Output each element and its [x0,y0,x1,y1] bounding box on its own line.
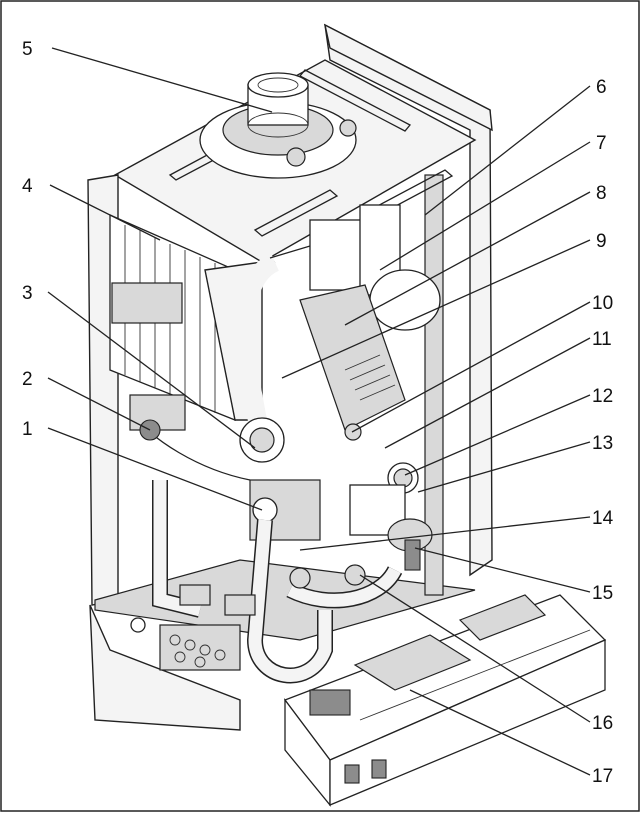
callout-4: 4 [22,176,33,197]
callout-15: 15 [592,583,613,604]
leader-10 [351,301,591,433]
leader-5 [51,47,273,113]
pump-assembly [349,484,433,571]
leader-11 [384,337,591,449]
leader-8 [344,191,591,326]
fan-assembly [299,204,441,441]
leader-3 [47,291,256,449]
callout-6: 6 [596,77,607,98]
callout-13: 13 [592,433,613,454]
callout-11: 11 [592,329,612,350]
callout-numbers: 5 4 3 2 1 6 7 8 9 10 11 12 13 14 15 16 1… [22,39,614,787]
leader-lines [47,47,591,776]
leader-14 [299,516,591,551]
leader-17 [409,689,591,776]
leader-13 [417,441,591,493]
leader-1 [47,427,263,511]
callout-1: 1 [22,419,33,440]
leader-9 [281,239,591,379]
connection-block [130,617,241,671]
leader-7 [379,141,591,271]
lower-pipes [152,480,403,684]
callout-7: 7 [596,133,607,154]
leader-6 [424,85,591,216]
callout-9: 9 [596,231,607,252]
flue-outlet [199,72,357,179]
leader-16 [359,574,591,723]
callout-12: 12 [592,386,613,407]
callout-14: 14 [592,508,614,529]
callout-3: 3 [22,283,33,304]
callout-17: 17 [592,766,613,787]
leader-2 [47,377,151,431]
leader-4 [49,184,161,241]
callout-16: 16 [592,713,613,734]
leader-15 [414,547,591,593]
control-box [283,594,607,807]
callout-8: 8 [596,183,607,204]
callout-10: 10 [592,293,613,314]
callout-2: 2 [22,369,33,390]
leader-12 [404,394,591,476]
callout-5: 5 [22,39,33,60]
